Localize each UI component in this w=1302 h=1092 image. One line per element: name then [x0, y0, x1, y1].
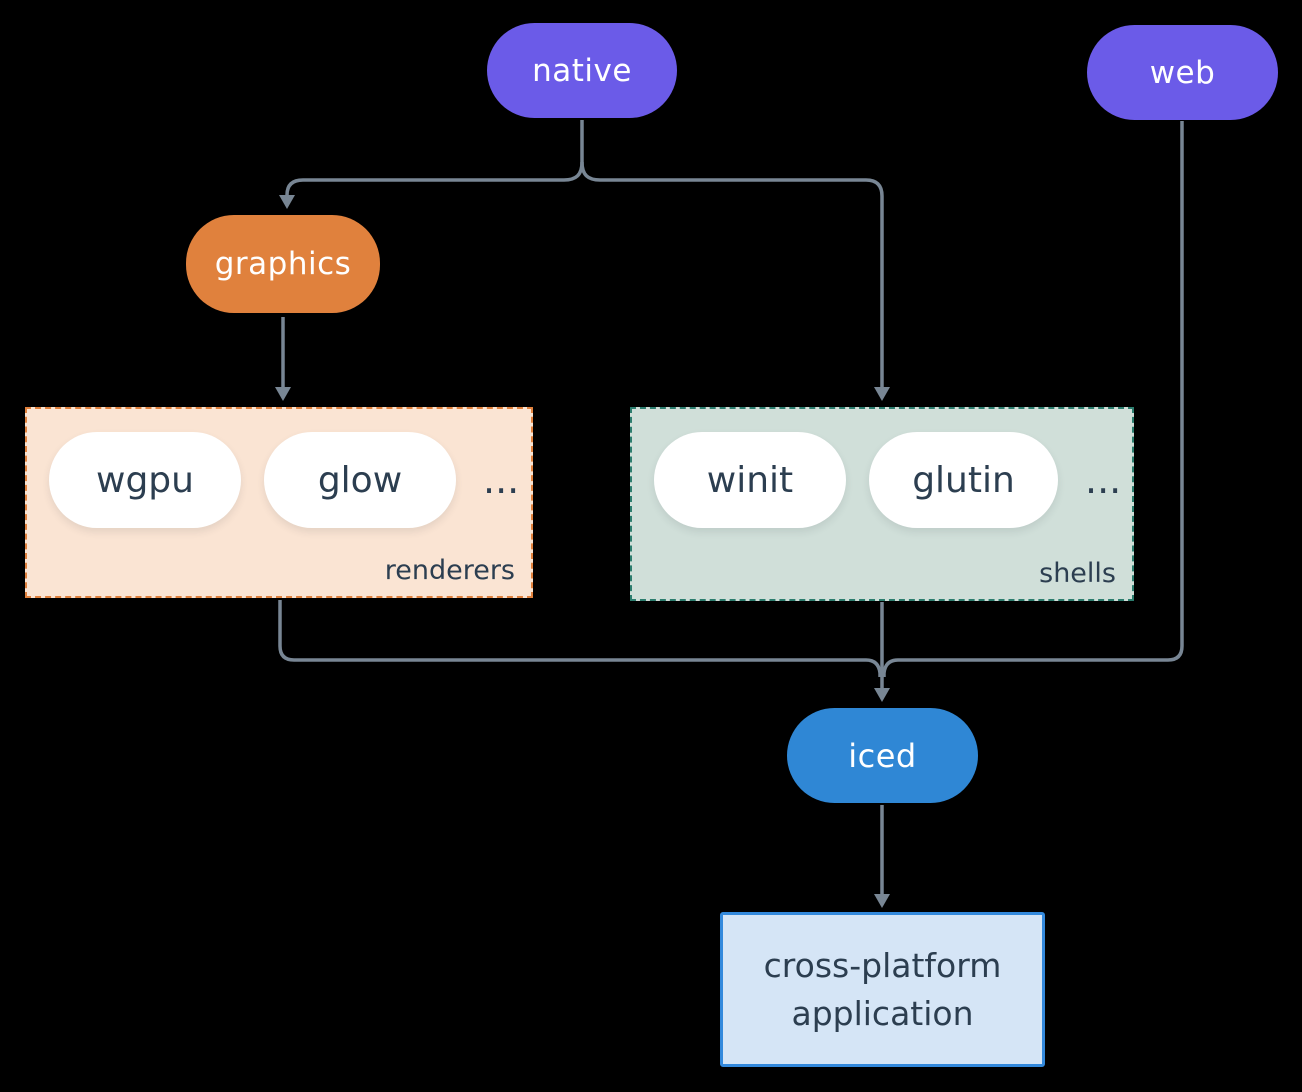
- node-wgpu-label: wgpu: [96, 459, 194, 501]
- arrowhead-iced: [874, 688, 890, 702]
- group-renderers: wgpu glow ... renderers: [25, 407, 533, 598]
- edge-native-shells: [580, 161, 884, 387]
- arrowhead-graphics: [279, 195, 295, 209]
- node-native-label: native: [532, 52, 632, 89]
- node-web: web: [1087, 25, 1278, 120]
- arrowhead-shells: [874, 387, 890, 401]
- node-glutin-label: glutin: [912, 459, 1015, 501]
- node-iced: iced: [787, 708, 978, 803]
- renderers-group-label: renderers: [384, 555, 515, 586]
- arrowhead-app: [874, 894, 890, 908]
- node-winit: winit: [654, 432, 846, 528]
- edge-native-graphics: [285, 120, 584, 196]
- arrowhead-renderers: [275, 387, 291, 401]
- node-graphics-label: graphics: [214, 246, 352, 282]
- node-glutin: glutin: [869, 432, 1058, 528]
- edge-renderers-iced: [278, 600, 882, 677]
- node-winit-label: winit: [706, 459, 794, 501]
- shells-pill-row: winit glutin ...: [654, 432, 1121, 528]
- shells-group-label: shells: [1039, 558, 1116, 589]
- renderers-pill-row: wgpu glow ...: [49, 432, 519, 528]
- node-graphics: graphics: [186, 215, 380, 313]
- node-iced-label: iced: [848, 736, 917, 775]
- node-wgpu: wgpu: [49, 432, 241, 528]
- node-web-label: web: [1149, 54, 1216, 91]
- renderers-ellipsis: ...: [483, 458, 520, 502]
- node-glow-label: glow: [317, 459, 403, 501]
- node-native: native: [487, 23, 677, 118]
- node-app-label: cross-platform application: [763, 945, 1002, 1033]
- node-cross-platform-application: cross-platform application: [720, 912, 1045, 1067]
- shells-ellipsis: ...: [1085, 458, 1122, 502]
- node-glow: glow: [264, 432, 456, 528]
- group-shells: winit glutin ... shells: [630, 407, 1134, 601]
